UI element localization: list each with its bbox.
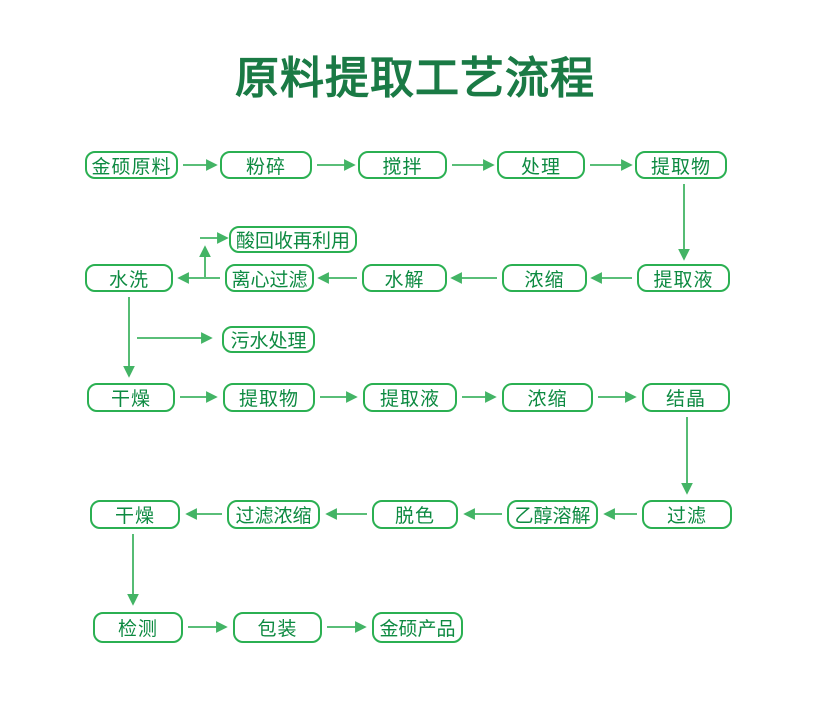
node-test: 检测 — [93, 612, 183, 643]
node-dry-2: 干燥 — [90, 500, 180, 529]
page-title: 原料提取工艺流程 — [235, 54, 595, 103]
node-raw-material: 金硕原料 — [85, 151, 178, 179]
node-concentrate-2: 浓缩 — [502, 383, 593, 412]
node-concentrate-1: 浓缩 — [502, 264, 587, 292]
node-filter: 过滤 — [642, 500, 732, 529]
node-hydrolysis: 水解 — [362, 264, 447, 292]
node-filter-concentrate: 过滤浓缩 — [227, 500, 320, 529]
node-pack: 包装 — [233, 612, 322, 643]
node-ethanol-dissolve: 乙醇溶解 — [507, 500, 598, 529]
node-crush: 粉碎 — [220, 151, 312, 179]
node-extract-1: 提取物 — [635, 151, 727, 179]
node-decolor: 脱色 — [372, 500, 458, 529]
node-stir: 搅拌 — [358, 151, 447, 179]
node-centrifuge-filter: 离心过滤 — [225, 264, 314, 292]
node-wash: 水洗 — [85, 264, 173, 292]
node-extract-liquid-2: 提取液 — [363, 383, 457, 412]
node-acid-recovery: 酸回收再利用 — [229, 226, 357, 253]
node-final-product: 金硕产品 — [372, 612, 463, 643]
node-dry-1: 干燥 — [87, 383, 175, 412]
node-extract-2: 提取物 — [223, 383, 315, 412]
node-extract-liquid-1: 提取液 — [637, 264, 730, 292]
node-sewage-treatment: 污水处理 — [222, 326, 315, 353]
node-treat: 处理 — [497, 151, 585, 179]
node-crystallize: 结晶 — [642, 383, 730, 412]
